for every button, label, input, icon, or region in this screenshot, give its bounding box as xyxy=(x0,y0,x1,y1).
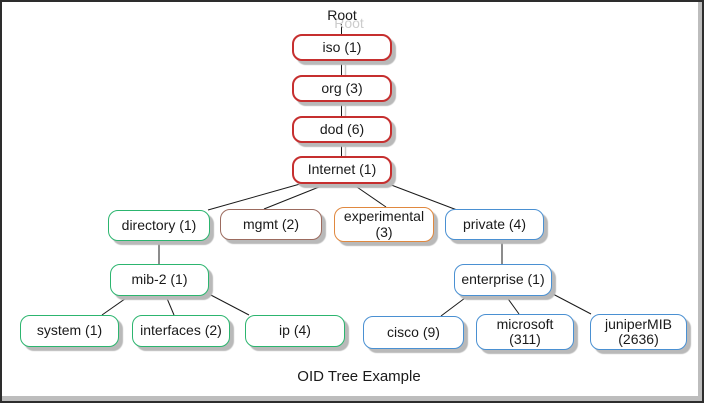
tree-node-private: private (4) xyxy=(445,209,544,240)
tree-node-ip: ip (4) xyxy=(245,315,345,347)
tree-node-org: org (3) xyxy=(292,75,392,102)
tree-node-dod: dod (6) xyxy=(292,116,392,143)
edge-mib2-system xyxy=(101,295,130,316)
edge-mib2-ip xyxy=(206,292,250,316)
tree-node-iso: iso (1) xyxy=(292,34,392,61)
tree-node-internet: Internet (1) xyxy=(292,156,392,184)
tree-node-microsoft: microsoft (311) xyxy=(476,314,574,350)
tree-node-cisco: cisco (9) xyxy=(363,316,464,349)
tree-node-mgmt: mgmt (2) xyxy=(220,209,322,240)
edge-internet-private xyxy=(385,182,458,211)
tree-node-system: system (1) xyxy=(20,315,119,347)
root-label: Root xyxy=(327,7,357,23)
edge-internet-directory xyxy=(207,183,301,211)
edge-enterprise-microsoft xyxy=(505,295,520,315)
tree-node-experimental: experimental (3) xyxy=(334,207,434,242)
edge-internet-mgmt xyxy=(263,184,325,210)
tree-node-directory: directory (1) xyxy=(108,210,210,241)
edge-enterprise-cisco xyxy=(440,297,466,317)
tree-node-mib2: mib-2 (1) xyxy=(110,264,209,296)
diagram-caption: OID Tree Example xyxy=(297,368,421,385)
edge-mib2-interfaces xyxy=(165,295,175,316)
tree-node-interfaces: interfaces (2) xyxy=(132,315,230,347)
tree-node-enterprise: enterprise (1) xyxy=(454,264,552,296)
edge-internet-experimental xyxy=(353,184,387,208)
tree-node-junipermib: juniperMIB (2636) xyxy=(590,314,687,350)
edge-enterprise-junipermib xyxy=(550,292,592,315)
